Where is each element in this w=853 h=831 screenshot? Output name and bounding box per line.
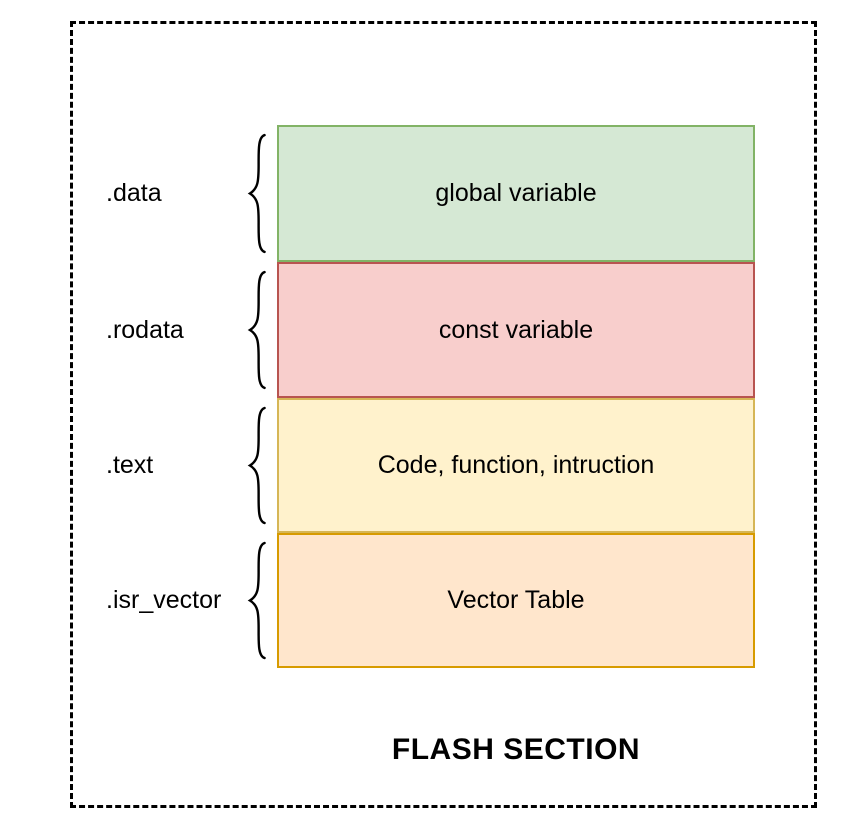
curly-brace-icon (244, 540, 270, 661)
section-name-label: .isr_vector (106, 586, 222, 614)
memory-box: Vector Table (277, 533, 755, 668)
diagram-title: FLASH SECTION (391, 733, 641, 766)
memory-box: Code, function, intruction (277, 398, 755, 533)
section-name-label: .data (106, 179, 162, 207)
memory-box: global variable (277, 125, 755, 262)
curly-brace-icon (244, 269, 270, 391)
memory-box: const variable (277, 262, 755, 398)
curly-brace-icon (244, 405, 270, 526)
section-name-label: .rodata (106, 315, 184, 344)
dashed-frame (70, 21, 817, 808)
section-name-label: .text (106, 451, 154, 479)
curly-brace-icon (244, 132, 270, 255)
